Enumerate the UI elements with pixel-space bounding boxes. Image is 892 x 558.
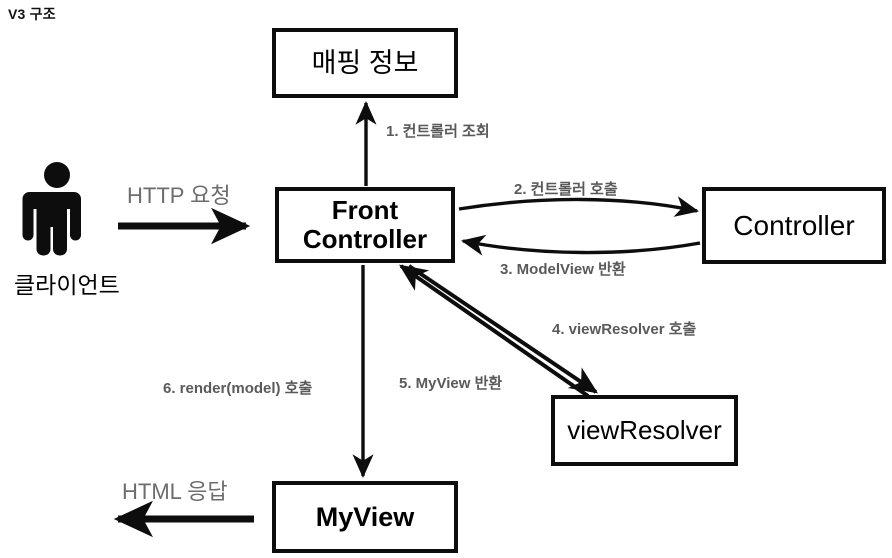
arrow-step-3 [460,234,701,256]
http-request-label: HTTP 요청 [127,183,231,208]
arrow-step-2 [458,196,699,217]
node-controller[interactable]: Controller [702,187,886,264]
node-myview[interactable]: MyView [272,481,458,553]
step-label-5: 5. MyView 반환 [399,375,503,392]
step-label-4: 4. viewResolver 호출 [552,321,697,338]
client-label: 클라이언트 [14,272,120,298]
step-label-3: 3. ModelView 반환 [500,261,626,278]
page-title: V3 구조 [8,6,56,22]
step-label-6: 6. render(model) 호출 [163,380,313,397]
person-icon [22,162,81,256]
html-response-label: HTML 응답 [122,479,228,504]
node-view-resolver[interactable]: viewResolver [551,395,738,466]
step-label-1: 1. 컨트롤러 조회 [386,123,490,140]
node-mapping-info[interactable]: 매핑 정보 [272,28,458,98]
node-front-controller[interactable]: Front Controller [275,187,455,263]
step-label-2: 2. 컨트롤러 호출 [514,181,618,198]
